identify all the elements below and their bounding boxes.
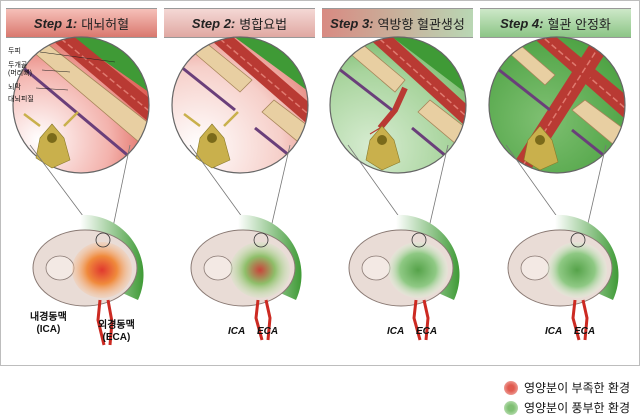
- zoom-circle-3: [329, 36, 467, 174]
- legend-item-deficient: 영양분이 부족한 환경: [503, 379, 630, 396]
- step-2-label: Step 2:: [191, 15, 236, 31]
- label-eca-4: ECA: [574, 326, 596, 337]
- label-ica-4: ICA: [545, 326, 563, 337]
- label-eca-2: ECA: [257, 326, 279, 337]
- step-4-title: 혈관 안정화: [547, 16, 611, 32]
- legend-label-rich: 영양분이 풍부한 환경: [523, 401, 630, 415]
- zoom-line-1b: [111, 144, 131, 233]
- step-1-label: Step 1:: [33, 15, 78, 31]
- zoom-circle-1: [12, 36, 150, 174]
- step-4-label: Step 4:: [500, 15, 544, 31]
- legend-swatch-green: [503, 400, 518, 415]
- zoom-line-2b: [269, 144, 291, 233]
- pointer-scalp: [39, 51, 116, 63]
- label-ica-2: ICA: [228, 326, 246, 337]
- label-eca-3: ECA: [416, 326, 438, 337]
- step-1-title: 대뇌허혈: [81, 16, 130, 32]
- layer-label-skull: 두개골 (머리뼈): [8, 62, 32, 77]
- legend-swatch-red: [503, 380, 518, 395]
- brain-4: [507, 214, 619, 341]
- label-eca-full: 외경동맥 (ECA): [98, 320, 135, 343]
- legend-label-deficient: 영양분이 부족한 환경: [523, 381, 630, 395]
- label-ica-3: ICA: [387, 326, 405, 337]
- label-ica-full: 내경동맥 (ICA): [30, 312, 67, 335]
- diagram-art: [12, 36, 626, 346]
- brain-1: [32, 214, 144, 346]
- zoom-line-4b: [585, 144, 607, 233]
- zoom-circle-4: [488, 36, 626, 174]
- brain-3: [348, 214, 460, 341]
- step-2-title: 병합요법: [239, 16, 288, 32]
- layer-label-meninges: 뇌막: [8, 84, 21, 91]
- legend-item-rich: 영양분이 풍부한 환경: [503, 399, 630, 416]
- zoom-circle-2: [171, 36, 309, 174]
- step-3-title: 역방향 혈관생성: [377, 16, 465, 32]
- pointer-meninges: [35, 87, 69, 91]
- brain-2: [190, 214, 302, 341]
- zoom-line-3b: [427, 144, 449, 233]
- step-2-header: Step 2:병합요법: [164, 8, 315, 38]
- step-3-label: Step 3:: [330, 15, 374, 31]
- layer-label-scalp: 두피: [8, 48, 21, 55]
- step-1-header: Step 1:대뇌허혈: [6, 8, 157, 38]
- layer-label-cortex: 대뇌피질: [8, 96, 34, 103]
- pointer-skull: [41, 69, 71, 73]
